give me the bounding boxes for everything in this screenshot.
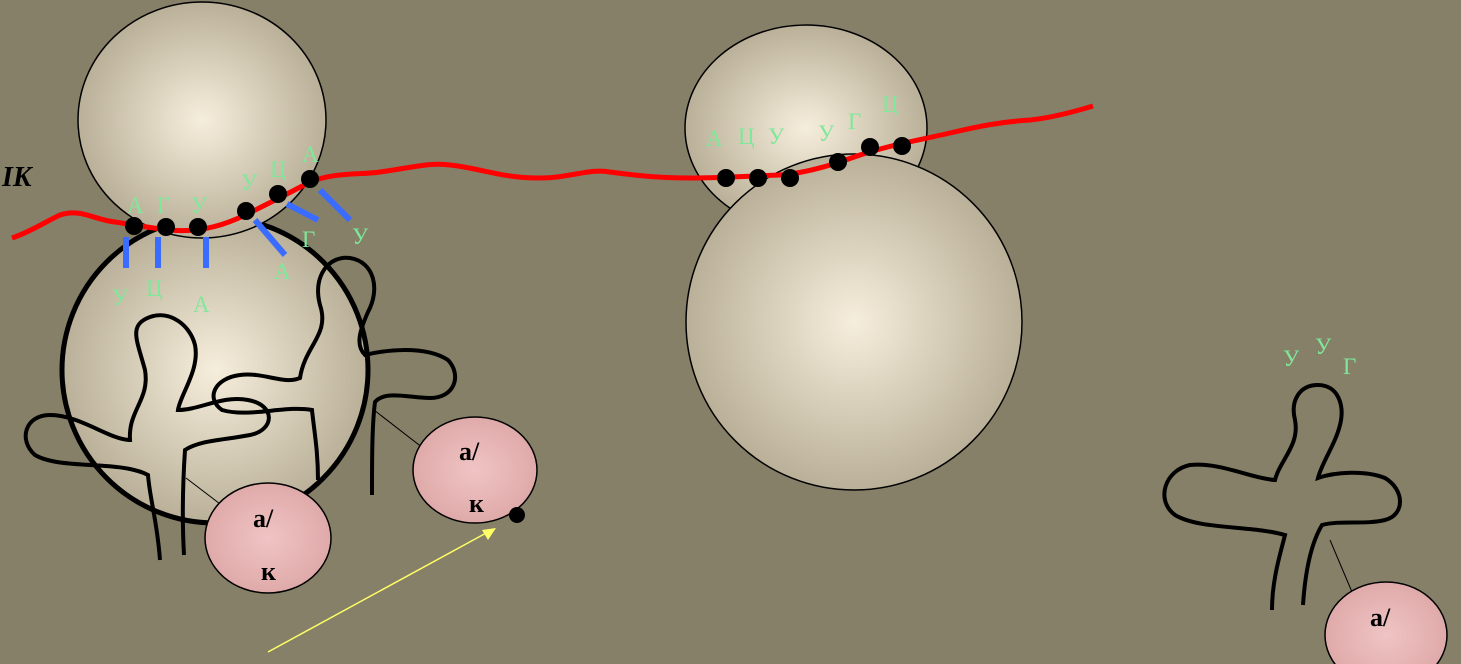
codon-letter: Ц [738,124,755,149]
ribosome-1-small-subunit [77,1,327,239]
ribosome-1-codon-letters: А Г У У Ц А [127,142,319,218]
ribosome-2-large-subunit [685,153,1023,491]
codon-bead [717,169,735,187]
amino-acid-blob [1324,581,1448,664]
amino-acid-label-line2: к [261,557,276,586]
amino-acid-label-line2: к [1378,653,1393,664]
codon-letter: У [818,121,835,146]
amino-acid-blob [204,482,332,594]
arrow-shaft [267,531,489,653]
anticodon-letter: А [274,259,291,284]
arrow-icon [267,528,496,653]
anticodon-letter: У [352,224,369,249]
free-trna-anticodon-letters: У У Г [1283,334,1356,379]
connector-line [1329,539,1353,593]
anticodon-lines [123,187,353,268]
codon-letter: У [768,124,785,149]
amino-acid-3: а/ к [1324,581,1448,664]
codon-letter: Ц [882,92,899,117]
trna-left-icon [23,313,271,561]
ribosome-2-codon-letters: А Ц У У Г Ц [706,92,899,151]
ribosome-2-codon-beads [717,137,911,187]
arrow-head [482,528,496,540]
codon-bead [781,169,799,187]
anticodon-line [252,218,288,257]
codon-bead [189,218,207,236]
codon-letter: А [127,193,144,218]
codon-bead [749,169,767,187]
codon-bead [125,217,143,235]
codon-letter: У [241,170,258,195]
free-trna-icon [1162,382,1402,611]
ribosome-1-anticodon-letters: У Ц А А Г У [112,224,369,317]
ribosome-1-codon-beads [125,170,319,236]
mrna-label: IK [1,162,34,193]
codon-bead [829,153,847,171]
anticodon-letter: А [193,292,210,317]
codon-letter: Ц [270,157,287,182]
codon-letter: А [302,142,319,167]
anticodon-letter: Г [1343,354,1356,379]
codon-bead [269,185,287,203]
anticodon-letter: Ц [146,276,163,301]
amino-acid-label-line1: а/ [459,437,480,466]
anticodon-letter: Г [302,227,315,252]
anticodon-line [317,187,353,223]
amino-acid-1: а/ к [204,482,332,594]
codon-bead [893,137,911,155]
amino-acid-blob [412,416,538,524]
codon-letter: Г [157,193,170,218]
amino-acid-label-line1: а/ [1370,603,1391,632]
anticodon-letter: У [112,285,129,310]
codon-bead [861,138,879,156]
trna-right-icon [211,255,458,496]
attachment-dot [509,507,525,523]
amino-acid-label-line2: к [469,489,484,518]
amino-acid-2: а/ к [412,416,538,524]
ribosome-1 [59,1,371,526]
ribosome-2 [684,24,1023,491]
ribosome-1-large-subunit [59,214,371,526]
codon-letter: А [706,126,723,151]
codon-bead [237,202,255,220]
codon-letter: У [191,193,208,218]
anticodon-letter: У [1283,346,1300,371]
anticodon-letter: У [1315,334,1332,359]
codon-bead [157,218,175,236]
codon-letter: Г [848,109,861,134]
codon-bead [301,170,319,188]
anticodon-line [285,201,320,223]
amino-acid-label-line1: а/ [253,504,274,533]
